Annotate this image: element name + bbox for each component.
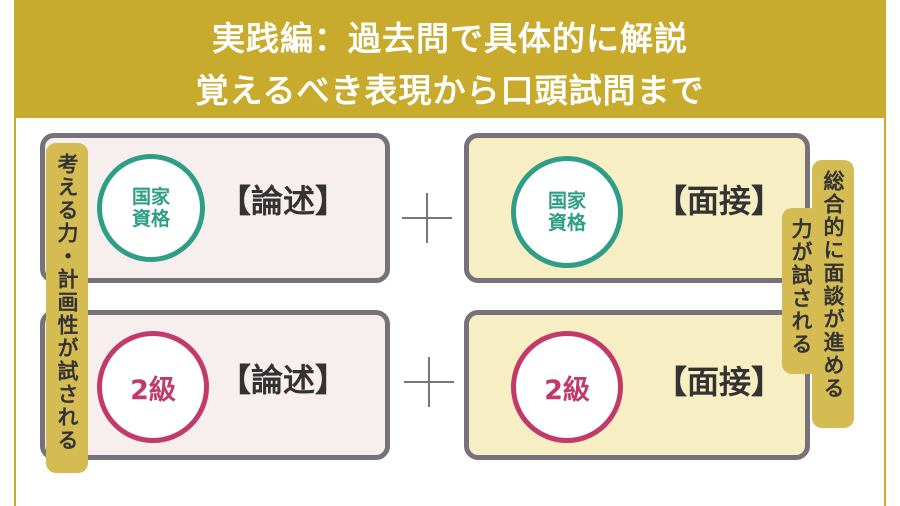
national-badge-text: 国家 資格	[131, 186, 170, 230]
national-interview-card: 国家 資格 【面接】	[464, 133, 810, 283]
national-essay-card: 国家 資格 【論述】	[40, 133, 390, 283]
grade2-badge-text: 2級	[130, 374, 176, 406]
grade2-interview-card: 2級 【面接】	[464, 310, 810, 460]
right-side-tag-2: 力が試される	[782, 208, 820, 374]
national-essay-label: 【論述】	[219, 182, 348, 220]
page-subtitle: 覚えるべき表現から口頭試問まで	[195, 71, 705, 110]
grade2-essay-label: 【論述】	[219, 361, 348, 399]
grade2-interview-badge-text: 2級	[544, 374, 590, 406]
right-side-text-1: 総合的に面談が進める	[821, 170, 845, 400]
national-interview-badge-text: 国家 資格	[547, 190, 586, 234]
right-side-text-2: 力が試される	[789, 218, 813, 356]
grade2-badge: 2級	[97, 331, 209, 443]
grade2-essay-card: 2級 【論述】	[40, 310, 390, 460]
left-side-text: 考える力・計画性が試される	[55, 153, 79, 452]
national-interview-label: 【面接】	[655, 182, 784, 220]
grade2-interview-badge: 2級	[511, 331, 623, 443]
left-side-tag: 考える力・計画性が試される	[46, 143, 88, 473]
page-title: 実践編：過去問で具体的に解説	[212, 19, 688, 58]
header-banner: 実践編：過去問で具体的に解説 覚えるべき表現から口頭試問まで	[14, 0, 886, 118]
plus-icon-row2	[404, 357, 454, 407]
national-badge: 国家 資格	[97, 154, 205, 262]
national-interview-badge: 国家 資格	[511, 156, 623, 268]
grade2-interview-label: 【面接】	[655, 363, 784, 401]
plus-icon-row1	[402, 193, 452, 243]
